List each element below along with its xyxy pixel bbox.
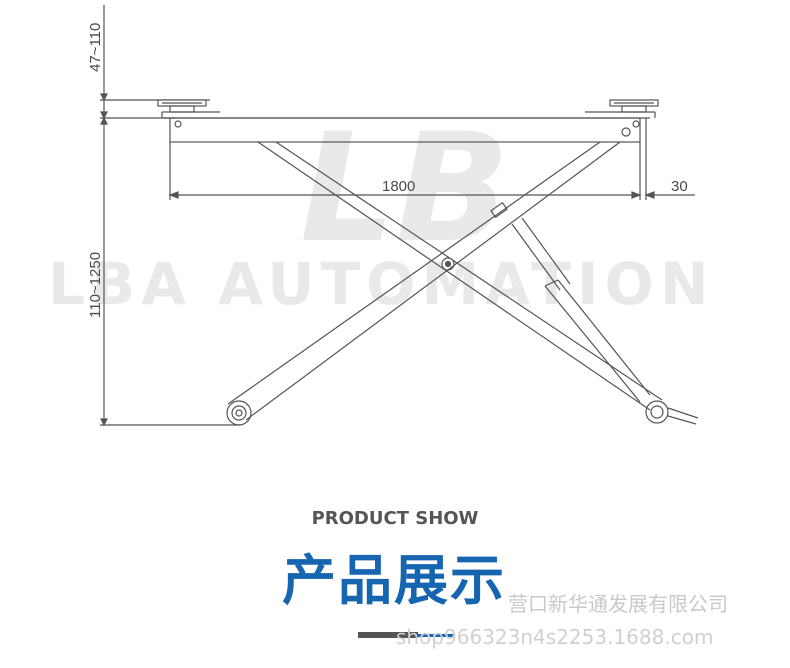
- chinese-title: 产品展示: [282, 549, 506, 612]
- product-show-heading: PRODUCT SHOW: [311, 508, 479, 529]
- shop-url-watermark: shop966323n4s2253.1688.com: [396, 625, 714, 649]
- scissor-arm-1: [257, 141, 663, 411]
- accent-bar-blue: [418, 634, 454, 637]
- scissor-lift-diagram: LB LBA AUTOMATION: [48, 5, 714, 427]
- watermark-brand: LBA AUTOMATION: [48, 250, 714, 318]
- right-lift-pad: [609, 99, 659, 137]
- hydraulic-cylinder: [490, 201, 651, 403]
- scissor-arm-2: [227, 141, 621, 421]
- platform-length-label: 1800: [382, 178, 415, 195]
- left-lift-pad: [157, 99, 207, 128]
- accent-bar: [358, 632, 418, 638]
- company-watermark: 营口新华通发展有限公司: [508, 592, 728, 616]
- lift-height-label: 110~1250: [87, 252, 104, 318]
- center-pivot: [441, 257, 455, 271]
- watermark-logo: LB: [300, 102, 510, 276]
- bottom-right-roller: [645, 400, 699, 425]
- bottom-left-pivot: [226, 400, 252, 426]
- pad-height-label: 47~110: [87, 23, 104, 72]
- pad-offset-label: 30: [671, 178, 688, 195]
